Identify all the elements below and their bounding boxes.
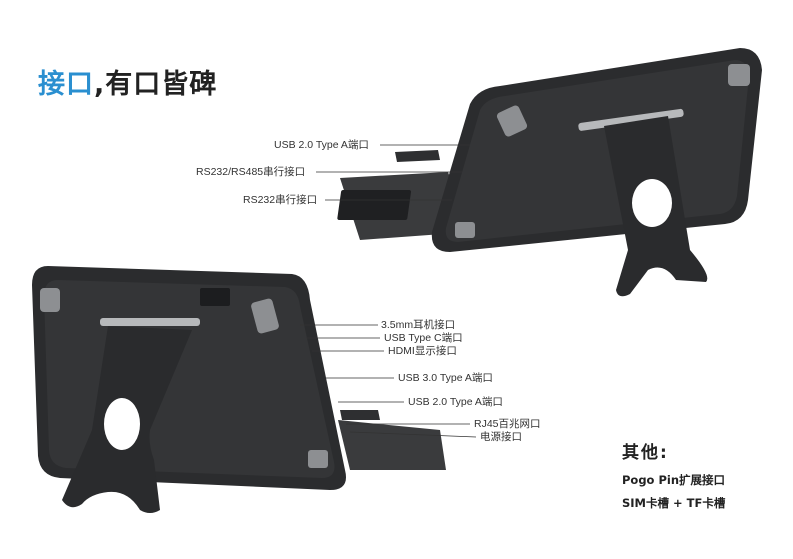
page-title: 接口,有口皆碑 [38, 62, 217, 101]
callout-rj45: RJ45百兆网口 [474, 418, 541, 430]
other-item-pogo: Pogo Pin扩展接口 [622, 473, 726, 487]
callout-rs232-rs485: RS232/RS485串行接口 [196, 166, 306, 178]
title-rest: ,有口皆碑 [94, 69, 218, 100]
other-item-sim-tf: SIM卡槽 + TF卡槽 [622, 496, 726, 510]
callout-usb30: USB 3.0 Type A端口 [398, 372, 493, 384]
callout-audio-jack: 3.5mm耳机接口 [381, 319, 456, 331]
title-accent: 接口 [38, 69, 94, 100]
callout-power: 电源接口 [480, 431, 522, 443]
callout-hdmi: HDMI显示接口 [388, 345, 457, 357]
other-title: 其他: [622, 443, 669, 463]
callout-usb-c: USB Type C端口 [384, 332, 463, 344]
callout-rs232: RS232串行接口 [243, 194, 318, 206]
callout-usb20-bottom: USB 2.0 Type A端口 [408, 396, 503, 408]
callout-usb20-top: USB 2.0 Type A端口 [274, 139, 369, 151]
